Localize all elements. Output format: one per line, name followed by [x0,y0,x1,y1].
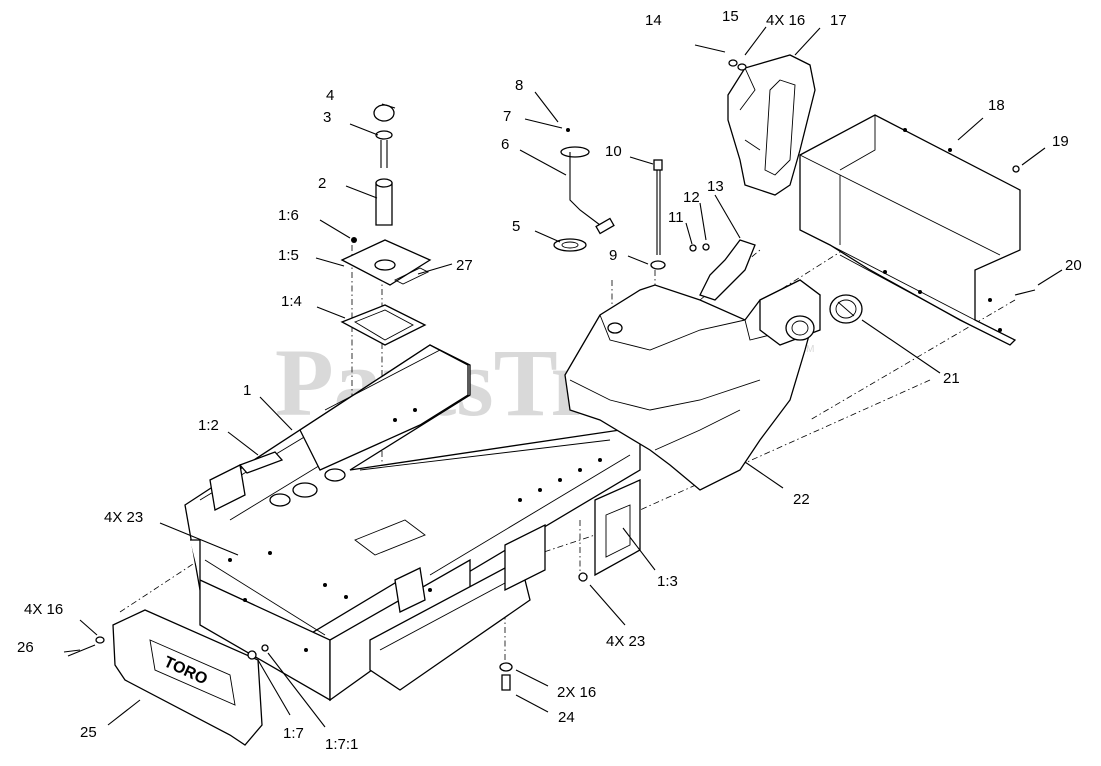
callout-4x23-right: 4X 23 [606,633,645,650]
vent-tube [650,159,666,270]
callout-1: 1 [243,382,251,399]
tank-cap [829,294,863,324]
callout-20: 20 [1065,257,1082,274]
callout-2x16: 2X 16 [557,684,596,701]
callout-4x16-left: 4X 16 [24,601,63,618]
callout-25: 25 [80,724,97,741]
callout-14: 14 [645,12,662,29]
callout-1-6: 1:6 [278,207,299,224]
callout-17: 17 [830,12,847,29]
callout-2: 2 [318,175,326,192]
callout-1-5: 1:5 [278,247,299,264]
callout-12: 12 [683,189,700,206]
callout-27: 27 [456,257,473,274]
fuel-tank [564,279,821,491]
callout-22: 22 [793,491,810,508]
callout-9: 9 [609,247,617,264]
callout-8: 8 [515,77,523,94]
callout-26: 26 [17,639,34,656]
fasteners-lower [67,572,588,691]
callout-18: 18 [988,97,1005,114]
fuel-sender [553,128,615,252]
callout-7: 7 [503,108,511,125]
main-frame [184,344,641,702]
callout-24: 24 [558,709,575,726]
callout-11: 11 [668,209,684,226]
callout-4: 4 [326,87,334,104]
callout-1-4: 1:4 [281,293,302,310]
callout-13: 13 [707,178,724,195]
callout-1-7-1: 1:7:1 [325,736,358,753]
side-weight [727,54,816,196]
callout-1-2: 1:2 [198,417,219,434]
callout-3: 3 [323,109,331,126]
fasteners-upper [689,44,1036,296]
callout-1-3: 1:3 [657,573,678,590]
callout-4x23-left: 4X 23 [104,509,143,526]
callout-labels: 14 15 4X 16 17 18 19 20 21 22 4 3 2 1:6 … [17,8,1082,753]
front-plate: TORO [112,609,263,746]
watermark-trademark: TM [800,344,814,355]
callout-5: 5 [512,218,520,235]
callout-15: 15 [722,8,739,25]
tank-strap [699,239,756,301]
seat-support-bracket [799,114,1021,346]
callout-4x16-top: 4X 16 [766,12,805,29]
callout-6: 6 [501,136,509,153]
fuel-fill-assembly [340,104,432,346]
callout-1-7: 1:7 [283,725,304,742]
leader-lines [63,26,1063,728]
callout-21: 21 [943,370,960,387]
callout-10: 10 [605,143,622,160]
callout-19: 19 [1052,133,1069,150]
